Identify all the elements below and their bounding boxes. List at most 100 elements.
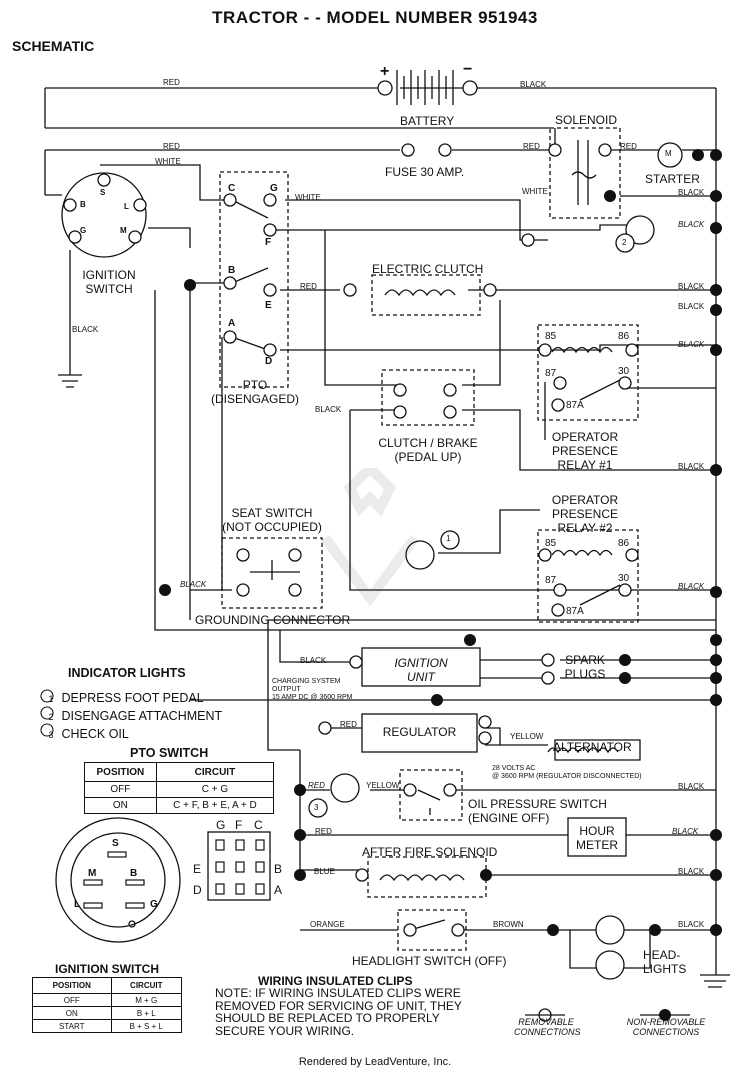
wire-label-black: BLACK [678, 867, 705, 876]
wire-label-white: WHITE [522, 187, 548, 196]
relay2-terminal-87: 87 [545, 575, 557, 586]
battery-label: BATTERY [400, 114, 455, 128]
ign-connector-l: L [74, 899, 81, 910]
wire-label-black: BLACK [678, 782, 705, 791]
starter-label: STARTER [645, 172, 700, 186]
relay1-terminal-30: 30 [618, 366, 630, 377]
starter-m-label: M [665, 149, 672, 158]
ign-connector-b: B [130, 868, 138, 879]
alternator-voltage-note: 28 VOLTS AC@ 3600 RPM (REGULATOR DISCONN… [492, 765, 642, 780]
lamp-number-3: 3 [314, 803, 319, 812]
wire-label-white: WHITE [295, 193, 321, 202]
grounding-connector-label: GROUNDING CONNECTOR [195, 613, 351, 627]
wire-label-red: RED [163, 78, 180, 87]
wire-label-black: BLACK [678, 920, 705, 929]
schematic-title: SCHEMATIC [12, 38, 95, 54]
relay2-terminal-86: 86 [618, 538, 630, 549]
page-title: TRACTOR - - MODEL NUMBER 951943 [212, 8, 538, 27]
indicator-item-3: 3 CHECK OIL [48, 727, 129, 741]
wire-label-blue: BLUE [314, 867, 335, 876]
wire-label-black: BLACK [678, 282, 705, 291]
ign-terminal-s: S [100, 188, 106, 197]
pto-connector-b: B [274, 862, 283, 876]
wire-label-black: BLACK [672, 827, 699, 836]
footer-credit: Rendered by LeadVenture, Inc. [298, 1056, 452, 1068]
pto-connector-a: A [274, 883, 283, 897]
relay2-terminal-85: 85 [545, 538, 557, 549]
seat-switch-label: SEAT SWITCH(NOT OCCUPIED) [222, 506, 322, 534]
wire-label-black: BLACK [678, 220, 705, 229]
watermark-logo [321, 468, 419, 607]
regulator-label: REGULATOR [382, 725, 457, 739]
pto-terminal-a: A [228, 318, 236, 329]
ign-terminal-l: L [124, 202, 129, 211]
pto-terminal-d: D [265, 356, 273, 367]
oil-pressure-label: OIL PRESSURE SWITCH(ENGINE OFF) [468, 797, 607, 825]
wire-label-black: BLACK [678, 340, 705, 349]
ignition-switch-table-title: IGNITION SWITCH [55, 962, 159, 976]
wire-label-red: RED [340, 720, 357, 729]
wire-label-black: BLACK [72, 325, 99, 334]
wire-label-black: BLACK [300, 656, 327, 665]
indicator-item-1: 1 DEPRESS FOOT PEDAL [48, 691, 204, 705]
wire-label-white: WHITE [155, 157, 181, 166]
pto-connector-g: G [216, 818, 226, 832]
clutch-brake-label: CLUTCH / BRAKE(PEDAL UP) [378, 436, 478, 464]
indicator-item-2: 2 DISENGAGE ATTACHMENT [48, 709, 223, 723]
wire-label-black: BLACK [520, 80, 547, 89]
ign-terminal-m: M [120, 226, 127, 235]
wire-label-black: BLACK [315, 405, 342, 414]
relay2-terminal-30: 30 [618, 573, 630, 584]
pto-terminal-b: B [228, 265, 236, 276]
ign-terminal-b: B [80, 200, 86, 209]
battery-negative-label: − [463, 61, 473, 78]
headlights-label: HEAD-LIGHTS [643, 948, 687, 976]
wire-label-red: RED [163, 142, 180, 151]
wire-label-black: BLACK [180, 580, 207, 589]
wire-label-brown: BROWN [493, 920, 524, 929]
pto-label: PTO(DISENGAGED) [210, 378, 299, 406]
pto-terminal-f: F [265, 237, 272, 248]
wire-label-black: BLACK [678, 188, 705, 197]
pto-terminal-g: G [270, 183, 278, 194]
electric-clutch-label: ELECTRIC CLUTCH [372, 262, 484, 276]
wire-label-black: BLACK [678, 582, 705, 591]
wire-label-red: RED [523, 142, 540, 151]
relay1-terminal-85: 85 [545, 331, 557, 342]
lamp-number-2: 2 [622, 238, 627, 247]
ign-connector-m: M [88, 868, 97, 879]
wire-label-yellow: YELLOW [366, 781, 400, 790]
relay2-terminal-87a: 87A [566, 606, 584, 617]
after-fire-label: AFTER FIRE SOLENOID [362, 845, 498, 859]
alternator-label: ALTERNATOR [553, 740, 632, 754]
wire-label-yellow: YELLOW [510, 732, 544, 741]
pto-switch-table-title: PTO SWITCH [130, 746, 209, 760]
indicator-lights-title: INDICATOR LIGHTS [68, 666, 186, 680]
indicator-lights-list: 1 DEPRESS FOOT PEDAL 2 DISENGAGE ATTACHM… [44, 690, 222, 744]
clips-note-title: WIRING INSULATED CLIPS [258, 974, 413, 988]
pto-connector-e: E [193, 862, 202, 876]
relay1-terminal-86: 86 [618, 331, 630, 342]
ign-terminal-g: G [80, 226, 87, 235]
pto-terminal-c: C [228, 183, 236, 194]
solenoid-label: SOLENOID [555, 113, 618, 127]
wire-label-red: RED [315, 827, 332, 836]
battery-positive-label: + [380, 63, 390, 80]
ign-connector-s: S [112, 838, 119, 849]
pto-connector-d: D [193, 883, 202, 897]
pto-connector-f: F [235, 818, 243, 832]
pto-connector-c: C [254, 818, 263, 832]
wire-label-red: RED [300, 282, 317, 291]
